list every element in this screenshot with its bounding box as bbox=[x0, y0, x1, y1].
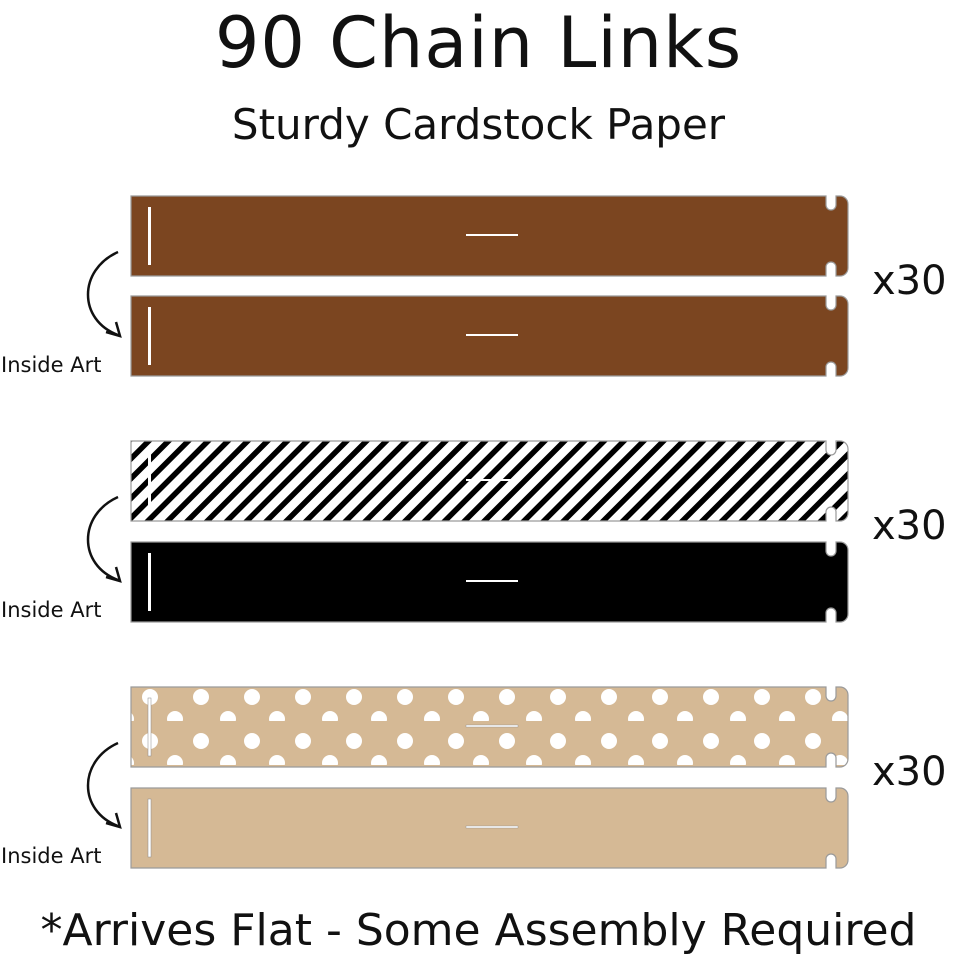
inside-art-label: Inside Art bbox=[1, 353, 102, 377]
chain-link-kraft-inside bbox=[130, 787, 849, 869]
curved-arrow-icon bbox=[86, 250, 122, 338]
quantity-label: x30 bbox=[872, 503, 947, 549]
assembly-note: *Arrives Flat - Some Assembly Required bbox=[40, 905, 917, 956]
chain-link-brown-inside bbox=[130, 295, 849, 377]
chain-link-black-inside bbox=[130, 541, 849, 623]
quantity-label: x30 bbox=[872, 749, 947, 795]
quantity-label: x30 bbox=[872, 258, 947, 304]
curved-arrow-icon bbox=[86, 741, 122, 829]
page-title: 90 Chain Links bbox=[214, 2, 743, 84]
page-subtitle: Sturdy Cardstock Paper bbox=[231, 100, 726, 149]
chain-link-brown-outside bbox=[130, 195, 849, 277]
inside-art-label: Inside Art bbox=[1, 598, 102, 622]
curved-arrow-icon bbox=[86, 495, 122, 583]
chain-link-striped-outside bbox=[130, 440, 849, 522]
inside-art-label: Inside Art bbox=[1, 844, 102, 868]
chain-link-polka-dot-outside bbox=[130, 686, 849, 768]
